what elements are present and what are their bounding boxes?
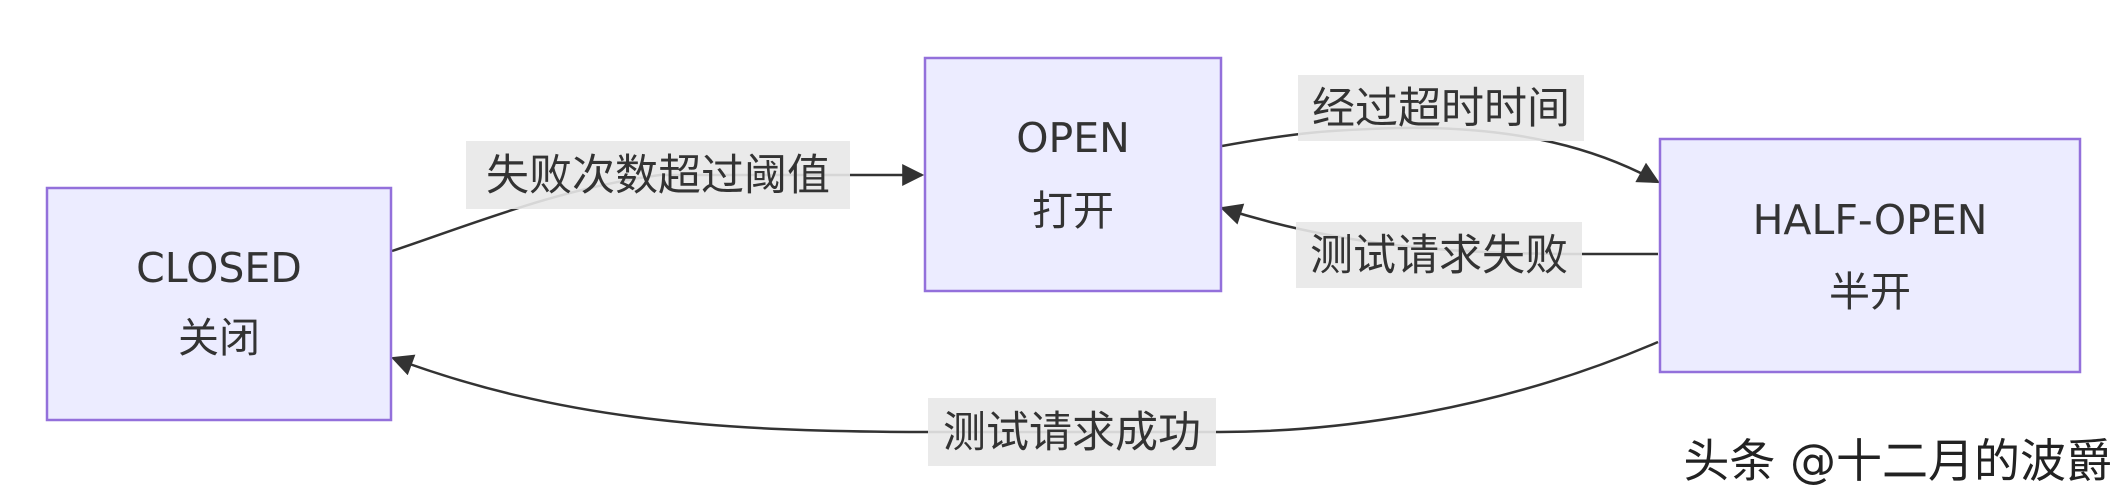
state-node-title: CLOSED <box>136 244 302 292</box>
edge-label-open-to-half-open: 经过超时时间 <box>1298 75 1584 141</box>
state-node-subtitle: 关闭 <box>178 314 260 362</box>
state-node-half-open: HALF-OPEN 半开 <box>1658 137 2082 374</box>
state-node-subtitle: 半开 <box>1829 268 1911 316</box>
edge-label-text: 经过超时时间 <box>1312 84 1570 134</box>
edge-label-text: 失败次数超过阈值 <box>486 151 830 201</box>
state-node-open: OPEN 打开 <box>923 56 1223 293</box>
edge-label-text: 测试请求成功 <box>943 408 1201 458</box>
state-node-title: HALF-OPEN <box>1753 196 1988 244</box>
state-node-closed: CLOSED 关闭 <box>45 186 393 422</box>
edge-label-half-open-to-open: 测试请求失败 <box>1296 222 1582 288</box>
edge-label-text: 测试请求失败 <box>1310 231 1568 281</box>
state-node-subtitle: 打开 <box>1032 187 1114 235</box>
edge-label-closed-to-open: 失败次数超过阈值 <box>466 141 850 209</box>
edge-label-half-open-to-closed: 测试请求成功 <box>928 398 1216 466</box>
state-node-title: OPEN <box>1016 114 1130 162</box>
watermark-text: 头条 @十二月的波爵 <box>1683 434 2112 488</box>
